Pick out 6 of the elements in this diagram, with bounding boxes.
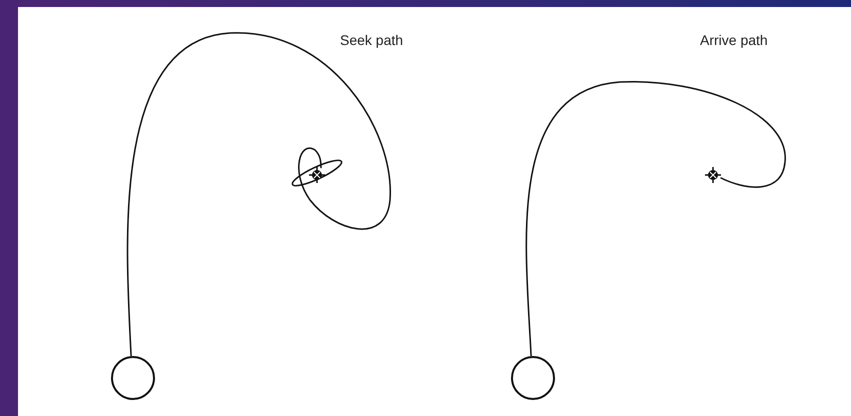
path-label: Seek path bbox=[340, 31, 404, 50]
motion-path bbox=[126, 32, 391, 356]
path-label: Arrive path bbox=[700, 31, 768, 50]
target-marker bbox=[309, 167, 325, 183]
target-marker bbox=[705, 167, 721, 183]
motion-path bbox=[526, 81, 786, 356]
